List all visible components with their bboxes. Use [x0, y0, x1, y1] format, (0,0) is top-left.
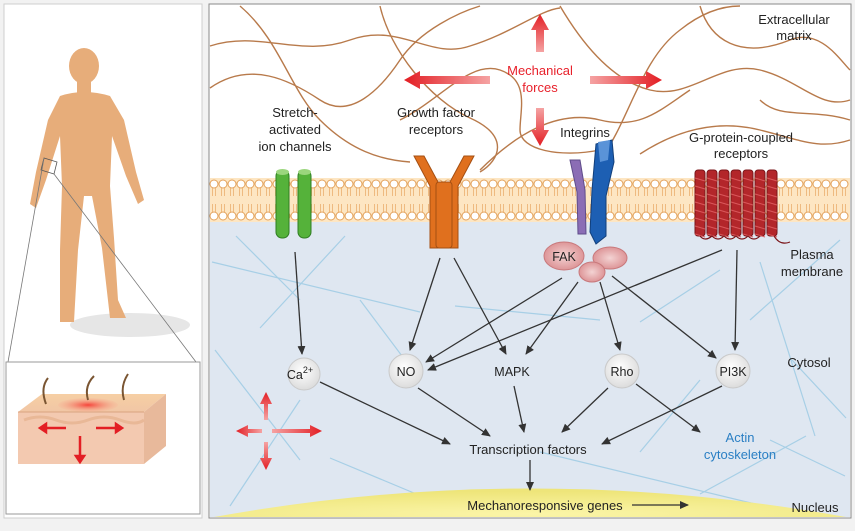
- actin-label-2: cytoskeleton: [704, 447, 776, 462]
- gpcr-label-2: receptors: [714, 146, 769, 161]
- pi3k-node: [715, 353, 751, 389]
- ca-node: [287, 357, 321, 391]
- human-figure: [30, 48, 144, 322]
- stretch-label-2: activated: [269, 122, 321, 137]
- pathway-arrows: [294, 249, 740, 509]
- growth-label-2: receptors: [409, 122, 464, 137]
- skin-force-arrows: [37, 421, 125, 465]
- body-panel: [3, 3, 203, 519]
- fak-complex: FAK: [543, 241, 628, 283]
- mechanical-force-arrows: [404, 14, 662, 146]
- genes-label: Mechanoresponsive genes: [467, 498, 623, 513]
- nucleus: [214, 488, 846, 517]
- pi3k-node-label: PI3K: [719, 365, 747, 379]
- plasma-label-2: membrane: [781, 264, 843, 279]
- actin-label-1: Actin: [726, 430, 755, 445]
- no-node-label: NO: [397, 365, 416, 379]
- ion-channel: [275, 169, 312, 239]
- mechanical-label-2: forces: [522, 80, 558, 95]
- labels: Extracellular matrix Mechanical forces S…: [259, 12, 844, 515]
- rho-node-label: Rho: [611, 365, 634, 379]
- cross-force-arrows: [236, 392, 322, 470]
- cell-panel: FAK Extracellular matrix Mechanical forc…: [208, 3, 852, 519]
- zoom-line-left: [7, 157, 45, 363]
- no-node: [388, 353, 424, 389]
- gpcr: [694, 169, 791, 244]
- plasma-label-1: Plasma: [790, 247, 834, 262]
- zoom-line-right: [53, 173, 197, 363]
- extracellular-label-2: matrix: [776, 28, 812, 43]
- extracellular-label-1: Extracellular: [758, 12, 830, 27]
- fak-label: FAK: [552, 250, 576, 264]
- wound: [58, 398, 118, 412]
- transcription-label: Transcription factors: [469, 442, 587, 457]
- growth-factor-receptor: [413, 155, 475, 249]
- growth-label-1: Growth factor: [397, 105, 476, 120]
- ecm-fibers: [209, 5, 851, 173]
- rho-node: [604, 353, 640, 389]
- gpcr-label-1: G-protein-coupled: [689, 130, 793, 145]
- nucleus-label: Nucleus: [792, 500, 839, 515]
- stretch-label-1: Stretch-: [272, 105, 318, 120]
- integrins-label: Integrins: [560, 125, 610, 140]
- shadow: [70, 313, 190, 337]
- mapk-node-label: MAPK: [494, 365, 530, 379]
- cytosol-label: Cytosol: [787, 355, 830, 370]
- stretch-label-3: ion channels: [259, 139, 332, 154]
- mechanical-label-1: Mechanical: [507, 63, 573, 78]
- integrin: [569, 139, 615, 245]
- signal-nodes: Ca2+ NO MAPK Rho PI3K: [287, 353, 751, 391]
- ca-node-label: Ca2+: [287, 365, 313, 382]
